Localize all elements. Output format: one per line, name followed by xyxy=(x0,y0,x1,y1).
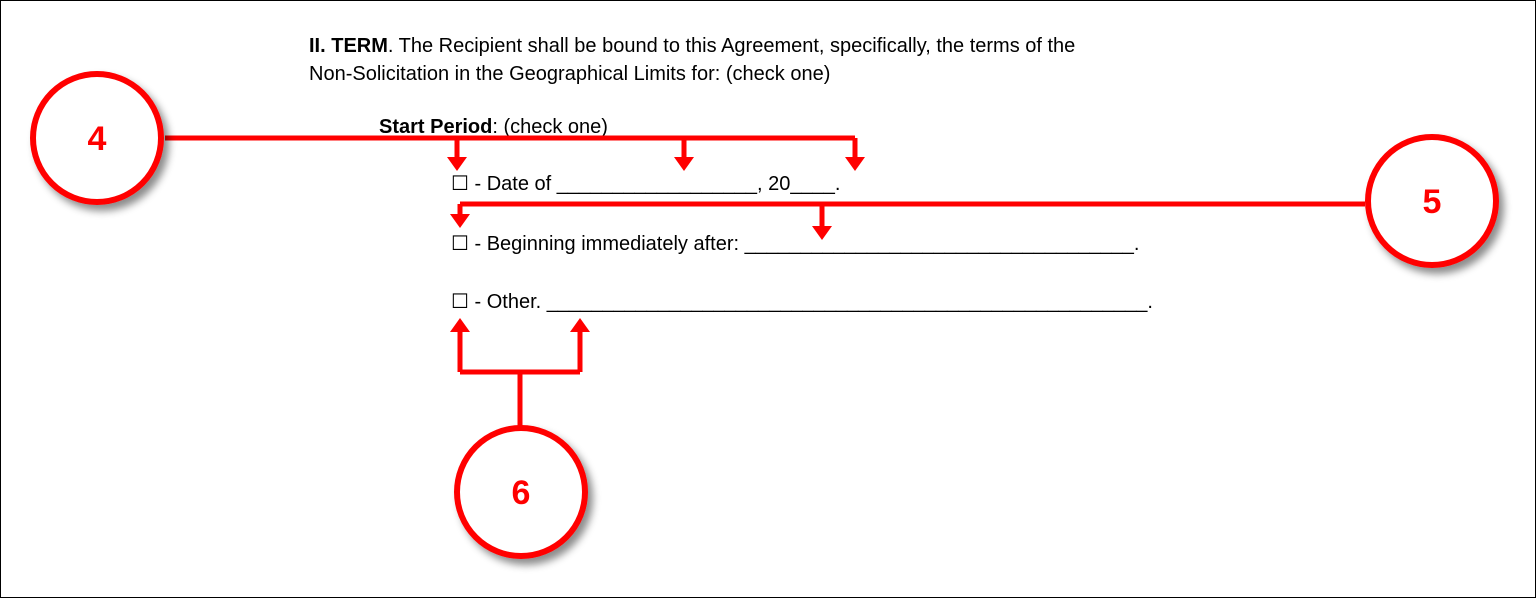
section-line-2: Non-Solicitation in the Geographical Lim… xyxy=(309,63,831,85)
callout-6-badge: 6 xyxy=(454,425,588,559)
checkbox-date-of[interactable]: ☐ xyxy=(451,173,469,195)
option-other-text: - Other. _______________________________… xyxy=(468,291,1153,313)
callout-4-badge: 4 xyxy=(30,71,164,205)
callout-5-connector xyxy=(457,201,1365,228)
callout-5-badge: 5 xyxy=(1365,134,1499,268)
callout-4-arrowheads xyxy=(447,157,865,171)
callout-6-number: 6 xyxy=(512,474,531,512)
callout-4-connector xyxy=(165,135,858,160)
option-date-of-text: - Date of __________________, 20____. xyxy=(468,173,841,195)
section-heading: II. TERM xyxy=(309,35,388,57)
section-line-1: II. TERM. The Recipient shall be bound t… xyxy=(309,34,1075,58)
callout-5-arrowheads xyxy=(450,214,832,240)
checkbox-beginning-after[interactable]: ☐ xyxy=(451,233,469,255)
checkbox-other[interactable]: ☐ xyxy=(451,291,469,313)
start-period-line: Start Period: (check one) xyxy=(379,115,608,139)
start-period-label: Start Period xyxy=(379,116,493,138)
option-beginning-after: ☐ - Beginning immediately after: _______… xyxy=(451,232,1139,256)
section-text-1: . The Recipient shall be bound to this A… xyxy=(387,35,1076,57)
callout-5-number: 5 xyxy=(1423,183,1442,221)
option-date-of: ☐ - Date of __________________, 20____. xyxy=(451,172,840,196)
option-beginning-after-text: - Beginning immediately after: _________… xyxy=(468,233,1140,255)
callout-6-connector xyxy=(457,330,583,428)
option-other: ☐ - Other. _____________________________… xyxy=(451,290,1153,314)
callout-4-number: 4 xyxy=(88,120,107,158)
callout-6-arrowheads xyxy=(450,318,590,332)
start-period-suffix: : (check one) xyxy=(492,116,608,138)
